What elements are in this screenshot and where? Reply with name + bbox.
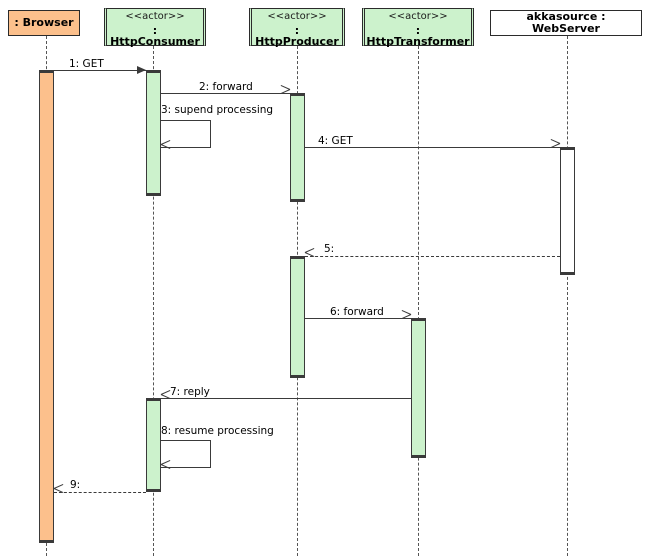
message-label-3: 3: supend processing	[161, 104, 274, 116]
lifeline-stereotype-httptransformer: <<actor>>	[388, 11, 448, 22]
message-arrowhead-7	[161, 394, 170, 402]
lifeline-webserver	[567, 36, 568, 556]
message-label-9: 9:	[70, 479, 81, 491]
lifeline-header-httptransformer[interactable]: <<actor>> : HttpTransformer	[362, 8, 474, 49]
lifeline-name-webserver: akkasource : WebServer	[526, 10, 606, 35]
lifeline-header-httpconsumer[interactable]: <<actor>> : HttpConsumer	[104, 8, 206, 49]
message-arrowhead-2	[281, 89, 290, 97]
message-arrowhead-9	[54, 488, 63, 496]
message-line-1	[46, 70, 146, 71]
message-line-6	[305, 318, 411, 319]
message-arrowhead-8	[161, 464, 170, 472]
message-label-2: 2: forward	[199, 81, 253, 93]
lifeline-name-httpproducer: : HttpProducer	[255, 23, 339, 49]
message-arrowhead-6	[402, 314, 411, 322]
message-label-7: 7: reply	[170, 386, 210, 398]
activation-httptransformer-1	[411, 318, 426, 458]
message-arrowhead-1	[137, 66, 146, 74]
message-label-5: 5:	[324, 243, 335, 255]
message-label-8: 8: resume processing	[161, 425, 274, 437]
lifeline-name-httpconsumer: : HttpConsumer	[110, 23, 200, 49]
message-label-6: 6: forward	[330, 306, 384, 318]
message-label-4: 4: GET	[318, 135, 353, 147]
message-selfloop-3	[161, 120, 211, 148]
message-line-2	[161, 93, 290, 94]
message-selfloop-8	[161, 440, 211, 468]
activation-httpconsumer-1	[146, 70, 161, 196]
lifeline-header-browser[interactable]: : Browser	[8, 10, 80, 36]
lifeline-httptransformer	[418, 46, 419, 556]
lifeline-header-webserver[interactable]: akkasource : WebServer	[490, 10, 642, 36]
message-label-1: 1: GET	[69, 58, 104, 70]
message-arrowhead-3	[161, 144, 170, 152]
message-line-9	[54, 492, 146, 493]
lifeline-header-httpproducer[interactable]: <<actor>> : HttpProducer	[249, 8, 345, 49]
activation-httpproducer-1	[290, 93, 305, 202]
message-arrowhead-4	[551, 143, 560, 151]
message-line-7	[161, 398, 411, 399]
lifeline-httpconsumer	[153, 46, 154, 556]
lifeline-name-httptransformer: : HttpTransformer	[366, 23, 470, 49]
activation-httpproducer-2	[290, 256, 305, 378]
lifeline-name-browser: : Browser	[14, 16, 74, 30]
message-line-5	[305, 256, 560, 257]
message-line-4	[305, 147, 560, 148]
message-arrowhead-5	[305, 252, 314, 260]
lifeline-stereotype-httpconsumer: <<actor>>	[125, 11, 185, 22]
activation-webserver-1	[560, 147, 575, 275]
activation-httpconsumer-2	[146, 398, 161, 492]
activation-browser	[39, 70, 54, 543]
lifeline-stereotype-httpproducer: <<actor>>	[267, 11, 327, 22]
